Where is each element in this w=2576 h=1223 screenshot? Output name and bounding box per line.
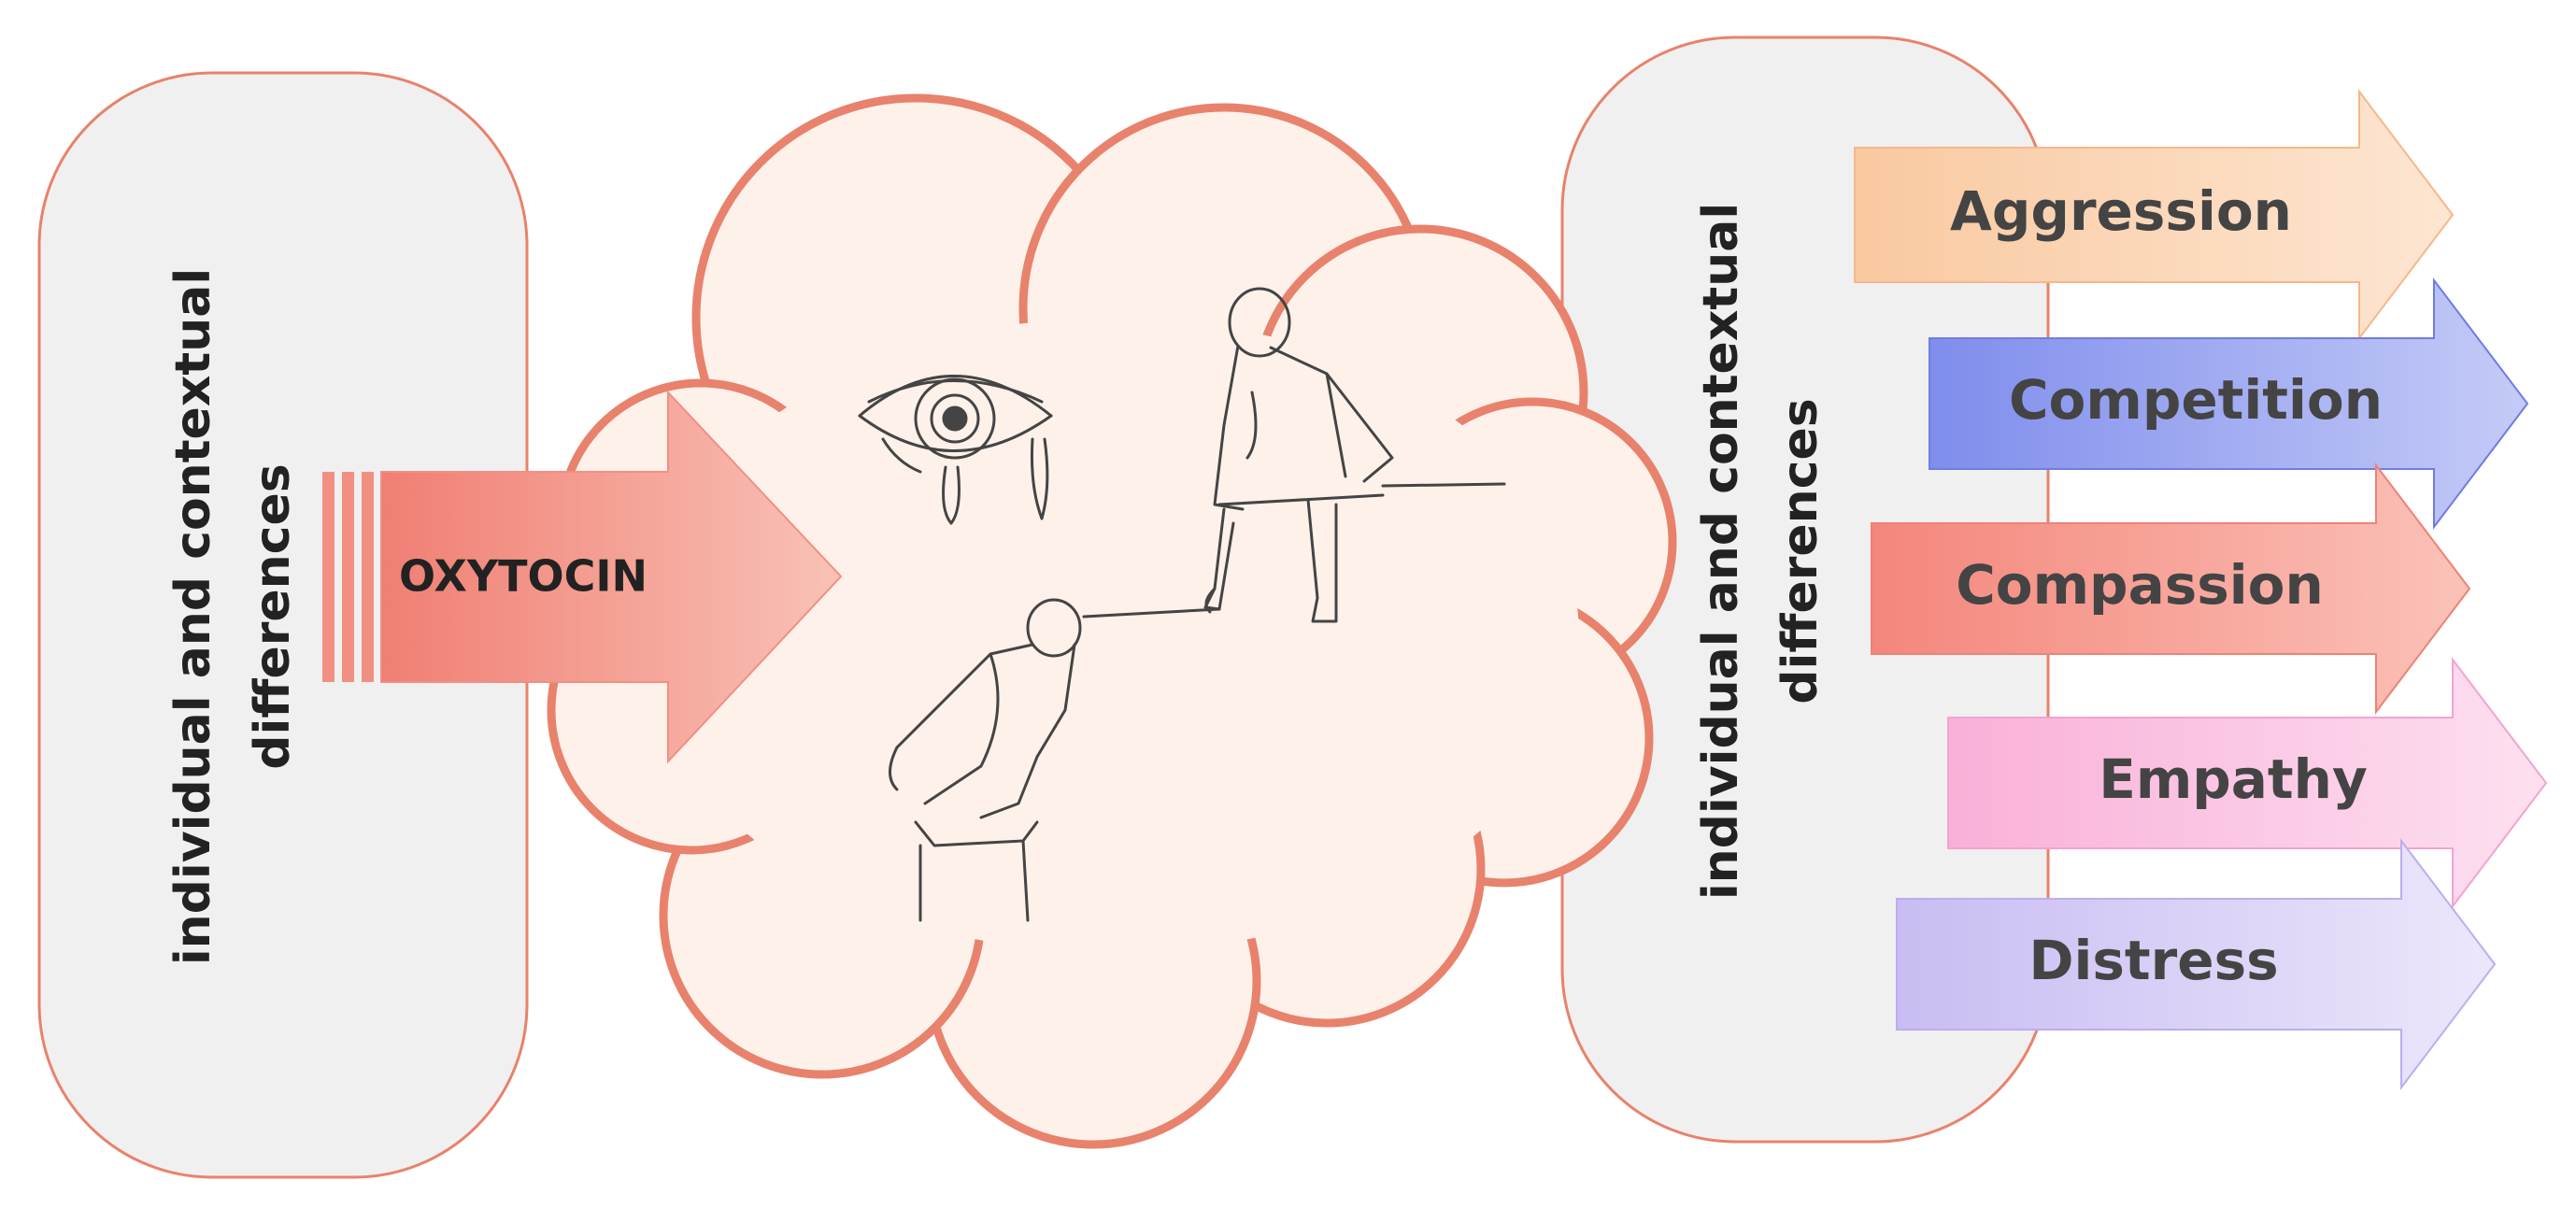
- outcome-arrow-aggression: Aggression: [1854, 89, 2455, 341]
- gaze-line: [1082, 607, 1221, 619]
- crying-eye-icon: [858, 375, 1053, 525]
- distressed-person-icon: [1203, 287, 1506, 623]
- right-box-label-line1: individual and contextual: [1693, 203, 1749, 900]
- outcome-label-empathy: Empathy: [2099, 747, 2368, 811]
- outcome-label-distress: Distress: [2028, 929, 2278, 992]
- outcome-label-aggression: Aggression: [1950, 179, 2292, 243]
- outcome-arrow-compassion: Compassion: [1871, 462, 2471, 715]
- left-box-label-line2: differences: [245, 463, 301, 769]
- oxytocin-arrow: [322, 390, 843, 764]
- right-box-label-line2: differences: [1772, 398, 1829, 704]
- outcome-label-compassion: Compassion: [1956, 553, 2324, 617]
- outcome-label-competition: Competition: [2009, 368, 2383, 432]
- left-box-label-line1: individual and contextual: [165, 268, 221, 965]
- outcome-arrow-competition: Competition: [1928, 277, 2529, 530]
- outcome-arrow-distress: Distress: [1896, 838, 2497, 1090]
- bent-person-icon: [889, 598, 1082, 922]
- oxytocin-label: OXYTOCIN: [399, 551, 648, 602]
- outcome-arrow-empathy: Empathy: [1947, 657, 2548, 909]
